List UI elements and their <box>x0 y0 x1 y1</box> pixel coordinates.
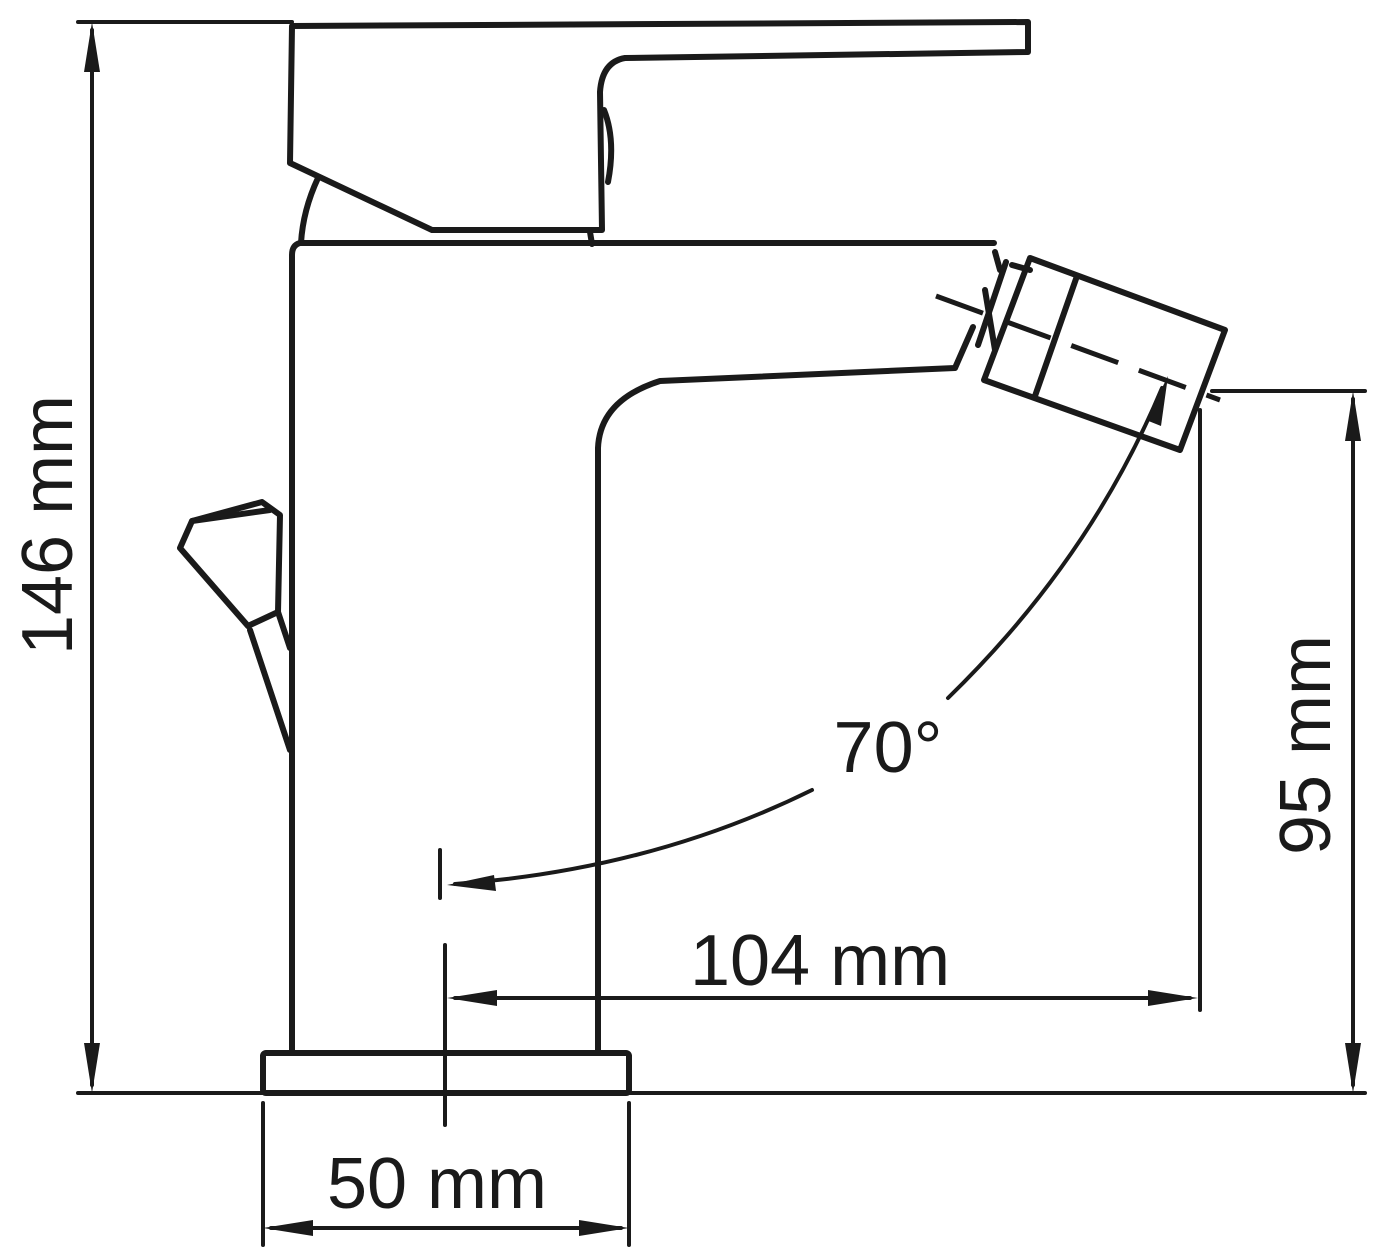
base-50-label: 50 mm <box>327 1144 547 1224</box>
reach-104-arrow-left <box>447 990 497 1006</box>
angle-arrow-left <box>447 875 496 891</box>
nozzle-ring <box>1032 273 1080 399</box>
height-95-arrow-top <box>1345 391 1361 441</box>
height-146-label: 146 mm <box>8 395 88 655</box>
nozzle-neck <box>975 259 1033 348</box>
base-50-arrow-left <box>263 1220 313 1236</box>
side-knob-stem <box>247 609 293 753</box>
reach-104-arrow-right <box>1148 990 1198 1006</box>
reach-104-label: 104 mm <box>690 921 950 1001</box>
dimension-labels: 146 mm 95 mm 104 mm 50 mm 70° <box>8 395 1346 1224</box>
height-146-arrow-bottom <box>84 1043 100 1093</box>
handle-neck <box>298 175 321 246</box>
spout <box>595 324 976 1056</box>
handle-lever <box>287 19 1031 233</box>
height-95-arrow-bottom <box>1345 1043 1361 1093</box>
angle-arc-lower <box>453 788 814 886</box>
nozzle-head <box>981 255 1228 453</box>
base-50-arrow-right <box>579 1220 629 1236</box>
nozzle-tip <box>982 249 1003 353</box>
dimension-lines <box>76 20 1367 1247</box>
height-146-arrow-top <box>84 22 100 72</box>
handle-ridge <box>601 107 615 185</box>
side-knob-ridge <box>189 507 273 524</box>
faucet-body <box>289 240 997 1056</box>
height-95-label: 95 mm <box>1266 635 1346 855</box>
angle-arc-upper <box>946 386 1164 700</box>
nozzle-axis <box>935 293 1221 403</box>
angle-70-label: 70° <box>834 708 943 788</box>
angle-arrow-top <box>1146 376 1168 426</box>
